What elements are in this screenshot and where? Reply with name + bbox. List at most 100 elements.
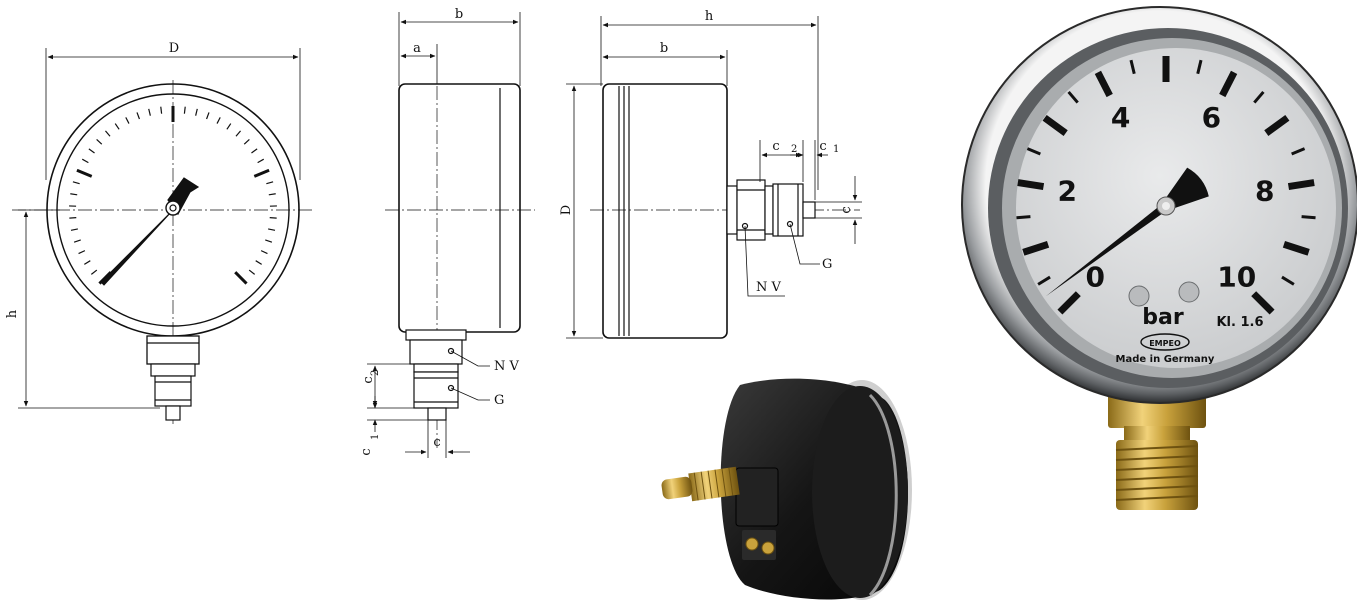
- front-view: [12, 48, 312, 426]
- gauge-photo-scale-label: 10: [1217, 261, 1256, 294]
- gauge-photo-tick: [1129, 59, 1136, 75]
- gauge-photo-tick: [1251, 291, 1275, 315]
- side-case: [398, 83, 521, 333]
- dial-tick: [125, 117, 130, 124]
- dial-tick: [235, 130, 241, 137]
- dial-tick: [269, 217, 277, 219]
- back-view: [566, 16, 862, 339]
- dial-tick: [70, 228, 78, 231]
- gauge-photo-tick: [1094, 70, 1113, 98]
- dial-tick: [78, 250, 86, 255]
- back-case: [602, 83, 728, 339]
- dial-tick: [253, 168, 270, 178]
- dial-tick: [234, 271, 248, 285]
- gauge-photo-tick: [1301, 215, 1316, 220]
- label-nv: N V: [494, 359, 520, 374]
- back-label-g: G: [822, 257, 832, 272]
- label-g: G: [494, 393, 504, 408]
- dial-tick: [268, 193, 276, 196]
- side-view: [367, 12, 535, 458]
- front-socket: [146, 335, 200, 365]
- back-label-h: h: [705, 9, 714, 24]
- front-needle: [100, 209, 174, 286]
- dial-tick: [268, 228, 276, 231]
- back-socket: [736, 179, 766, 241]
- gauge-photo-tick: [1219, 70, 1238, 98]
- gauge-photo-dial: [1016, 48, 1336, 368]
- gauge-photo-scale-label: 0: [1086, 261, 1105, 294]
- black-gauge-photo: [661, 378, 912, 600]
- dial-tick: [266, 181, 274, 185]
- dial-tick: [248, 269, 256, 275]
- dial-tick: [226, 123, 232, 130]
- label-h: h: [5, 309, 20, 318]
- gauge-photo-origin: Made in Germany: [1116, 354, 1215, 365]
- gauge-photo-scale-label: 8: [1255, 174, 1274, 207]
- brand-logo: [1140, 333, 1190, 351]
- dial-tick: [69, 217, 77, 219]
- dial-tick: [183, 106, 186, 114]
- label-c2: c: [361, 376, 376, 383]
- dial-tick: [88, 148, 95, 154]
- gauge-photo-scale-label: 4: [1111, 101, 1130, 134]
- dial-tick: [73, 239, 81, 243]
- dial-tick: [243, 138, 250, 145]
- gauge-photo-tick: [1291, 147, 1306, 156]
- dial-tick: [148, 108, 151, 116]
- side-socket: [409, 339, 463, 365]
- dial-tick: [105, 130, 111, 137]
- gauge-photo-brand: EMPEO: [1149, 339, 1181, 348]
- gauge-photo-tick: [1017, 179, 1045, 191]
- dial-tick: [96, 138, 103, 145]
- label-c1: c: [359, 448, 374, 455]
- gauge-photo-scale-label: 2: [1057, 174, 1076, 207]
- dial-tick: [265, 239, 273, 243]
- gauge-photo-tick: [1016, 215, 1031, 220]
- dial-tick: [90, 269, 98, 275]
- dial-tick: [257, 158, 265, 164]
- gauge-photo-tick: [1022, 240, 1050, 256]
- label-c1-sub: 1: [370, 434, 381, 440]
- dial-tick: [76, 168, 93, 178]
- dial-ticks: [69, 106, 277, 285]
- back-label-c2-sub: 2: [791, 144, 797, 155]
- dial-tick: [206, 112, 210, 120]
- gauge-photo-tick: [1282, 240, 1310, 256]
- dial-tick: [216, 117, 221, 124]
- gauge-photo-tick: [1287, 179, 1315, 191]
- back-label-c1: c: [819, 139, 826, 154]
- gauge-photo-needle: [1046, 167, 1209, 297]
- label-b: b: [455, 7, 463, 22]
- dial-tick: [72, 181, 80, 185]
- label-a: a: [413, 41, 421, 56]
- gauge-photo-tick: [1042, 115, 1068, 136]
- dial-tick: [160, 106, 163, 114]
- gauge-photo-scale: 0 2 4 6 8 10: [1057, 101, 1274, 294]
- gauge-photo-tick: [1281, 275, 1295, 286]
- gauge-photo-tick: [1264, 115, 1290, 136]
- dial-tick: [70, 193, 78, 196]
- back-label-nv: N V: [756, 280, 782, 295]
- gauge-photo-tick: [1196, 59, 1203, 75]
- dial-tick: [260, 250, 268, 255]
- gauge-photo-ticks: [1016, 56, 1316, 315]
- back-label-d: D: [559, 205, 574, 215]
- dial-tick: [114, 123, 120, 130]
- back-label-c2: c: [772, 139, 779, 154]
- black-gauge-thread: [688, 466, 740, 502]
- back-label-c: c: [839, 206, 854, 213]
- gauge-photo-scale-label: 6: [1202, 101, 1221, 134]
- dial-tick: [251, 148, 258, 154]
- dial-tick: [136, 112, 140, 120]
- gauge-photo-tick: [1057, 291, 1081, 315]
- gauge-photo-tick: [1067, 90, 1079, 104]
- dial-tick: [255, 260, 262, 265]
- label-c: c: [433, 435, 440, 450]
- gauge-photo-tick: [1037, 275, 1051, 286]
- gauge-photo-tick: [1026, 147, 1041, 156]
- gauge-photo-tick: [1253, 90, 1265, 104]
- back-label-c1-sub: 1: [833, 144, 839, 155]
- dial-tick: [81, 158, 89, 164]
